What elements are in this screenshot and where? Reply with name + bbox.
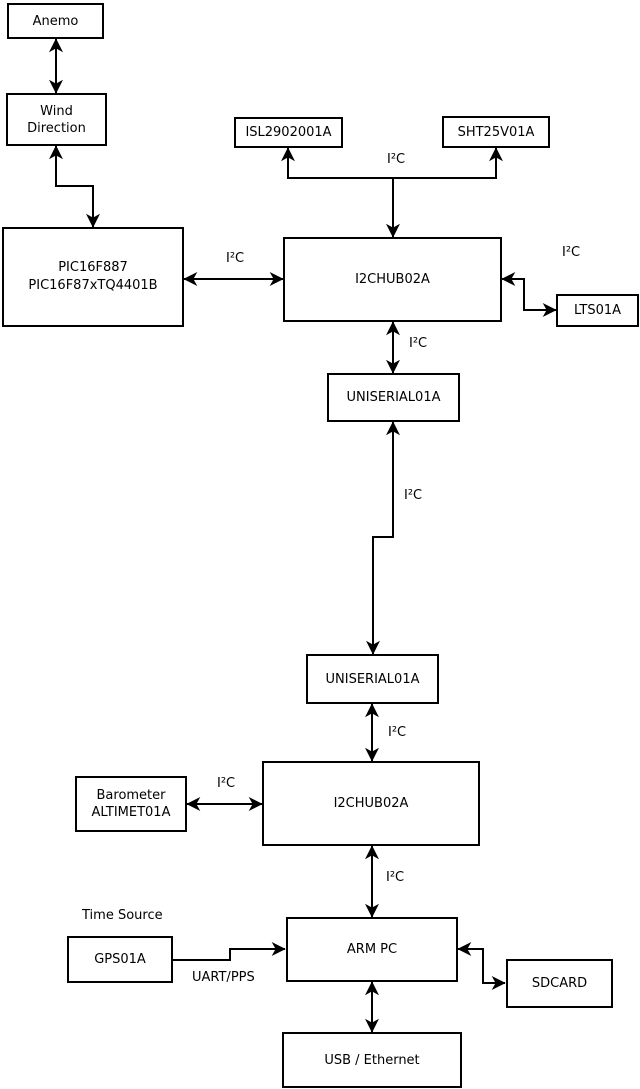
node-barometer-altimet01a: Barometer ALTIMET01A [75,776,187,832]
edge-gps-armpc [173,942,286,961]
node-sht25v01a-label: SHT25V01A [457,124,535,140]
edge-label-i2c-hub-uniserial: I²C [409,336,428,351]
node-i2chub02a-upper-label: I2CHUB02A [355,272,430,287]
node-lts01a: LTS01A [556,294,639,327]
node-uniserial01a-lower: UNISERIAL01A [306,654,439,704]
node-anemo: Anemo [7,3,104,39]
node-sdcard-label: SDCARD [531,976,588,991]
edge-label-i2c-bus-top: I²C [387,152,406,167]
node-arm-pc: ARM PC [286,917,458,982]
edge-label-time-source: Time Source [82,908,163,923]
node-pic16f887-line1: PIC16F887 [58,260,128,275]
node-sdcard: SDCARD [506,959,613,1008]
node-lts01a-label: LTS01A [573,303,622,318]
node-gps01a-label: GPS01A [94,952,146,967]
node-usb-ethernet-label: USB / Ethernet [324,1052,420,1068]
edge-uniserial-upper-uniserial-lower [366,421,400,655]
node-pic16f887: PIC16F887 PIC16F87xTQ4401B [2,227,184,327]
node-wind-direction-line2: Direction [27,120,86,136]
edge-label-i2c-hub-armpc: I²C [386,870,405,885]
edge-label-i2c-uniserial-hub: I²C [388,725,407,740]
node-uniserial01a-upper: UNISERIAL01A [327,373,460,422]
edge-label-uart-pps: UART/PPS [192,970,255,985]
edge-label-i2c-pic-hub: I²C [226,251,245,266]
node-uniserial01a-lower-label: UNISERIAL01A [325,671,420,687]
node-sht25v01a: SHT25V01A [442,116,550,148]
node-uniserial01a-upper-label: UNISERIAL01A [346,390,441,405]
node-gps01a: GPS01A [67,936,173,983]
node-i2chub02a-upper: I2CHUB02A [283,237,502,322]
edge-label-i2c-uniserial-link: I²C [404,488,423,503]
edge-label-i2c-barometer-hub: I²C [217,776,236,791]
edge-label-i2c-hub-lts: I²C [562,245,581,260]
node-wind-direction-line1: Wind [40,103,73,119]
edge-hub-upper-lts [501,272,557,317]
node-arm-pc-label: ARM PC [346,942,398,957]
node-isl2902001a-label: ISL2902001A [245,125,332,140]
node-barometer-line2: ALTIMET01A [91,805,171,820]
node-pic16f887-line2: PIC16F87xTQ4401B [28,278,158,293]
node-wind-direction: Wind Direction [6,93,107,146]
edge-armpc-sdcard [457,942,506,990]
node-i2chub02a-lower-label: I2CHUB02A [333,796,409,811]
edge-wind-pic [49,145,100,228]
node-isl2902001a: ISL2902001A [234,117,343,148]
node-i2chub02a-lower: I2CHUB02A [262,761,480,846]
node-anemo-label: Anemo [32,13,79,29]
node-barometer-line1: Barometer [96,788,166,803]
node-usb-ethernet: USB / Ethernet [282,1032,462,1088]
